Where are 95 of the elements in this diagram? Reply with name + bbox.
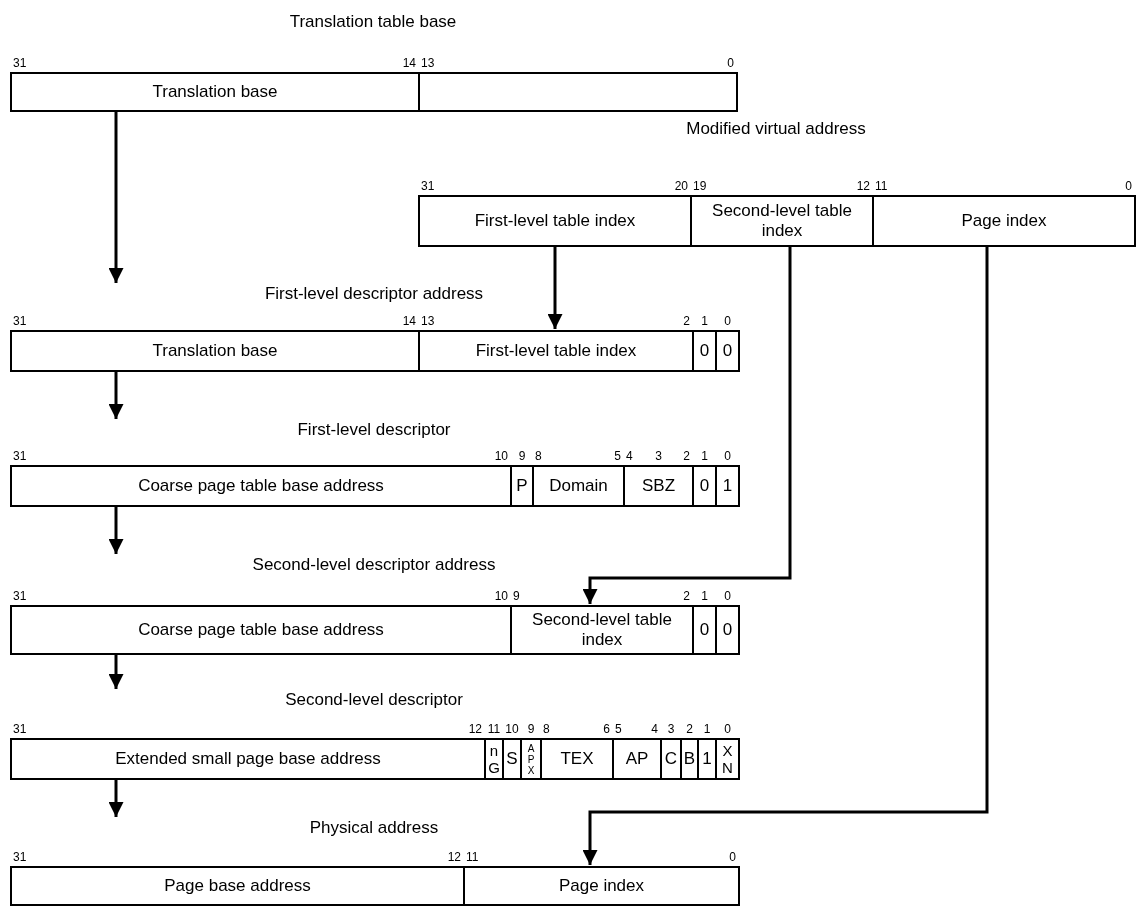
register-title: First-level descriptor address bbox=[264, 284, 484, 304]
bit-field: Second-level table index bbox=[510, 605, 694, 655]
bit-number: 11 bbox=[466, 850, 479, 864]
bit-number: 11 bbox=[875, 179, 888, 193]
bit-number: 11 bbox=[487, 722, 501, 736]
bit-field: Translation base bbox=[10, 72, 420, 112]
bit-number: 0 bbox=[1125, 179, 1132, 193]
bit-number: 0 bbox=[727, 56, 734, 70]
arrow bbox=[108, 507, 124, 554]
bit-number: 12 bbox=[447, 850, 461, 864]
arrow bbox=[582, 247, 989, 865]
bit-field: 0 bbox=[715, 330, 740, 372]
register-title: Translation table base bbox=[289, 12, 457, 32]
bit-number: 14 bbox=[402, 314, 416, 328]
bit-number: 1 bbox=[701, 314, 708, 328]
arrow bbox=[108, 780, 124, 817]
register-title: Second-level descriptor bbox=[285, 690, 463, 710]
bit-field: TEX bbox=[540, 738, 614, 780]
bit-number: 2 bbox=[686, 722, 693, 736]
bit-field: Second-level table index bbox=[690, 195, 874, 247]
bit-number: 2 bbox=[683, 589, 690, 603]
bit-field: 1 bbox=[697, 738, 717, 780]
bit-field: XN bbox=[715, 738, 740, 780]
bit-field: Translation base bbox=[10, 330, 420, 372]
bit-number: 31 bbox=[13, 722, 27, 736]
bit-field: S bbox=[502, 738, 522, 780]
register-title: Second-level descriptor address bbox=[252, 555, 496, 575]
bit-field: APX bbox=[520, 738, 542, 780]
bit-number: 10 bbox=[494, 449, 508, 463]
bit-number: 9 bbox=[518, 449, 526, 463]
bit-field: Coarse page table base address bbox=[10, 605, 512, 655]
arrow bbox=[582, 247, 792, 604]
bit-number: 9 bbox=[527, 722, 535, 736]
bit-number: 10 bbox=[505, 722, 519, 736]
arrow bbox=[108, 112, 124, 283]
arrow bbox=[108, 655, 124, 689]
bit-field: First-level table index bbox=[418, 195, 692, 247]
bit-field: B bbox=[680, 738, 699, 780]
bit-field: Extended small page base address bbox=[10, 738, 486, 780]
bit-number: 9 bbox=[513, 589, 520, 603]
bit-number: 1 bbox=[701, 589, 708, 603]
bit-number: 1 bbox=[701, 449, 708, 463]
bit-number: 5 bbox=[615, 722, 622, 736]
bit-field: 0 bbox=[715, 605, 740, 655]
bit-number: 0 bbox=[724, 449, 731, 463]
bit-field: SBZ bbox=[623, 465, 694, 507]
bit-number: 0 bbox=[724, 314, 731, 328]
bit-number: 14 bbox=[402, 56, 416, 70]
bit-field: 0 bbox=[692, 330, 717, 372]
bit-field: 0 bbox=[692, 465, 717, 507]
bit-field: AP bbox=[612, 738, 662, 780]
bit-field: C bbox=[660, 738, 682, 780]
bit-number: 13 bbox=[421, 56, 435, 70]
bit-field bbox=[418, 72, 738, 112]
bit-number: 31 bbox=[13, 56, 27, 70]
bit-field: 0 bbox=[692, 605, 717, 655]
bit-number: 12 bbox=[856, 179, 870, 193]
bit-field: nG bbox=[484, 738, 504, 780]
bit-number: 19 bbox=[693, 179, 707, 193]
register-title: First-level descriptor bbox=[297, 420, 451, 440]
bit-number: 10 bbox=[494, 589, 508, 603]
register-title: Physical address bbox=[309, 818, 439, 838]
bit-field: Page base address bbox=[10, 866, 465, 906]
bit-field: Coarse page table base address bbox=[10, 465, 512, 507]
bit-field: 1 bbox=[715, 465, 740, 507]
bit-number: 3 bbox=[655, 449, 662, 463]
bit-number: 4 bbox=[626, 449, 633, 463]
bit-number: 13 bbox=[421, 314, 435, 328]
bit-number: 3 bbox=[667, 722, 675, 736]
bit-field: Domain bbox=[532, 465, 625, 507]
bit-number: 6 bbox=[603, 722, 610, 736]
bit-number: 2 bbox=[683, 449, 690, 463]
bit-number: 0 bbox=[724, 589, 731, 603]
arrow bbox=[108, 372, 124, 419]
bit-number: 0 bbox=[729, 850, 736, 864]
bit-number: 1 bbox=[703, 722, 711, 736]
register-title: Modified virtual address bbox=[686, 119, 866, 139]
bit-field: P bbox=[510, 465, 534, 507]
bit-number: 31 bbox=[13, 449, 27, 463]
bit-number: 4 bbox=[651, 722, 658, 736]
arrow bbox=[547, 247, 563, 329]
bit-number: 8 bbox=[543, 722, 550, 736]
bit-field: First-level table index bbox=[418, 330, 694, 372]
bit-field: Page index bbox=[872, 195, 1136, 247]
bit-number: 31 bbox=[13, 314, 27, 328]
bit-number: 31 bbox=[13, 850, 27, 864]
bit-number: 0 bbox=[724, 722, 731, 736]
bit-number: 8 bbox=[535, 449, 542, 463]
bit-number: 2 bbox=[683, 314, 690, 328]
bit-number: 31 bbox=[421, 179, 435, 193]
bit-number: 12 bbox=[468, 722, 482, 736]
bit-number: 31 bbox=[13, 589, 27, 603]
bit-field: Page index bbox=[463, 866, 740, 906]
bit-number: 5 bbox=[614, 449, 621, 463]
bit-number: 20 bbox=[674, 179, 688, 193]
